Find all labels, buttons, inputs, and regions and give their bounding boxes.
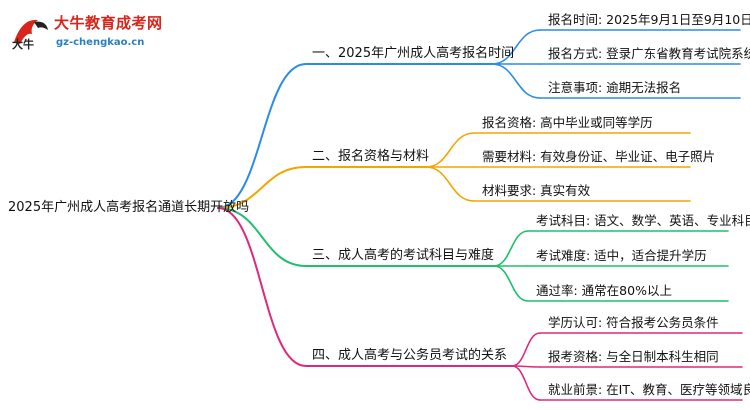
branch-1-label: 一、2025年广州成人高考报名时间 [312,46,515,61]
branch-3-leaf-3-connector [493,265,529,302]
bull-logo-icon: 大牛 [12,19,48,51]
branch-1-leaf-1-connector [491,29,541,65]
branch-1-leaf-3: 注意事项: 逾期无法报名 [548,80,682,95]
branch-2-leaf-3: 材料要求: 真实有效 [482,183,591,198]
branch-4-leaf-3: 就业前景: 在IT、教育、医疗等领域良好 [548,382,750,397]
branch-3-label: 三、成人高考的考试科目与难度 [312,248,495,263]
branch-1-leaf-2: 报名方式: 登录广东省教育考试院系统 [548,46,750,61]
branch-1-leaf-1: 报名时间: 2025年9月1日至9月10日 [548,12,750,27]
branch-1-leaf-3-connector [491,63,541,99]
brand-logo: 大牛 [8,12,52,52]
branch-3-leaf-1: 考试科目: 语文、数学、英语、专业科目 [536,213,750,228]
branch-4-leaf-1: 学历认可: 符合报考公务员条件 [548,315,719,330]
branch-3-leaf-1-connector [493,230,529,267]
branch-2-leaf-2: 需要材料: 有效身份证、毕业证、电子照片 [482,149,716,164]
root-to-branch-4-connector [217,207,307,367]
branch-2-leaf-1-connector [425,132,475,168]
branch-2-label: 二、报名资格与材料 [312,149,430,164]
brand-url: gz-chengkao.cn [56,37,145,48]
branch-2-leaf-3-connector [425,166,475,202]
root-to-branch-1-connector [217,63,307,209]
branch-4-label: 四、成人高考与公务员考试的关系 [312,348,508,363]
root-node: 2025年广州成人高考报名通道长期开放吗 [8,200,250,215]
root-to-branch-2-connector [217,166,307,209]
logo-mark-text: 大牛 [12,37,34,51]
branch-3-leaf-3: 通过率: 通常在80%以上 [536,283,672,298]
branch-4-leaf-1-connector [511,332,541,367]
branch-4-leaf-2: 报考资格: 与全日制本科生相同 [548,349,719,364]
branch-4-leaf-3-connector [511,365,541,401]
root-to-branch-3-connector [217,207,307,267]
branch-3-leaf-2: 考试难度: 适中，适合提升学历 [536,248,707,263]
branch-2-leaf-1: 报名资格: 高中毕业或同等学历 [482,115,653,130]
brand-name: 大牛教育成考网 [54,14,163,32]
